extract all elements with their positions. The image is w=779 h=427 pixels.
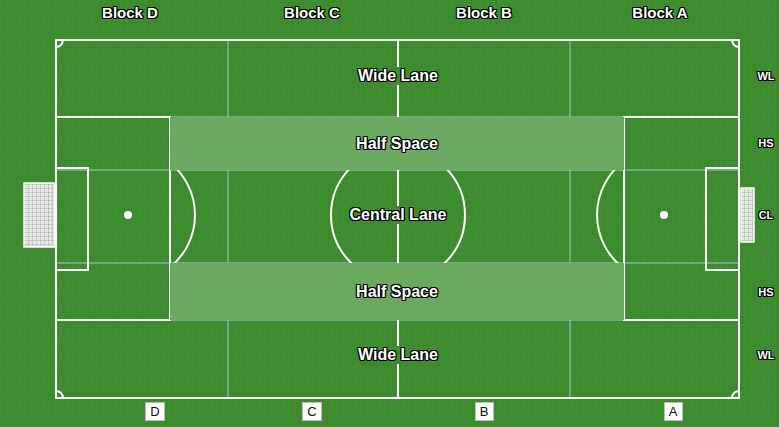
penalty-arc: [597, 161, 624, 268]
block-letter-box: B: [475, 402, 494, 421]
lane-label: Central Lane: [346, 206, 451, 224]
goal-area: [56, 168, 88, 270]
penalty-spot: [124, 211, 132, 219]
corner-arc: [56, 40, 63, 47]
lane-abbreviation: WL: [757, 70, 774, 83]
zone-line: [228, 40, 229, 398]
lane-abbreviation: WL: [757, 349, 774, 362]
lane-abbreviation: HS: [758, 286, 773, 299]
goal-area: [706, 168, 739, 270]
block-letter: D: [150, 404, 159, 419]
lane-label: Half Space: [352, 135, 442, 153]
half-space-band: Half Space: [170, 117, 624, 170]
block-letter: B: [480, 404, 489, 419]
goal-net: [24, 183, 55, 247]
block-heading: Block C: [284, 4, 340, 21]
penalty-area: [624, 117, 739, 320]
goal-net: [741, 188, 754, 242]
penalty-area: [56, 117, 170, 320]
lane-label: Wide Lane: [354, 346, 442, 364]
block-letter-box: C: [302, 402, 322, 421]
lane-label: Half Space: [352, 283, 442, 301]
penalty-arc: [170, 163, 195, 267]
block-heading: Block D: [102, 4, 158, 21]
corner-arc: [732, 40, 739, 47]
block-letter: C: [307, 404, 316, 419]
corner-arc: [732, 391, 739, 398]
zone-lines: [56, 40, 739, 398]
lane-abbreviation: HS: [758, 137, 773, 150]
block-heading: Block A: [632, 4, 687, 21]
pitch-markings: [56, 40, 739, 398]
touchline: [56, 40, 739, 398]
block-letter: A: [669, 404, 678, 419]
half-space-band: Half Space: [170, 263, 624, 320]
block-letter-box: A: [664, 402, 683, 421]
zone-line: [570, 40, 571, 398]
corner-arc: [56, 391, 63, 398]
lane-label: Wide Lane: [354, 67, 442, 85]
lane-abbreviation: CL: [759, 209, 774, 222]
penalty-spot: [660, 211, 668, 219]
block-letter-box: D: [145, 402, 165, 421]
block-heading: Block B: [456, 4, 512, 21]
